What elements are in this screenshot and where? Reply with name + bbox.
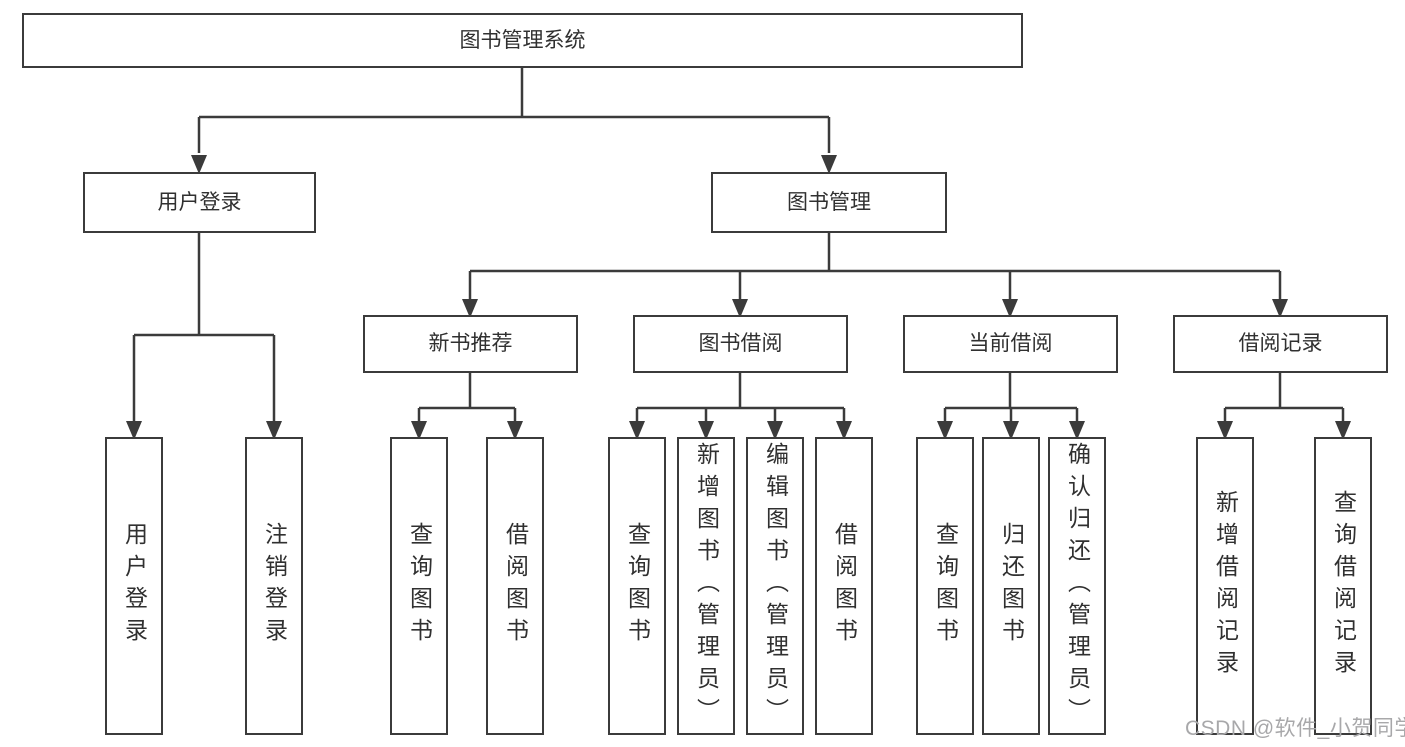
leaf-borrow-book: 借阅图书: [815, 437, 873, 735]
leaf-add-borrow-record: 新增借阅记录: [1196, 437, 1254, 735]
node-new-book-recommend: 新书推荐: [363, 315, 578, 373]
node-user-login: 用户登录: [83, 172, 316, 233]
node-borrow-records: 借阅记录: [1173, 315, 1388, 373]
watermark: CSDN @软件_小贺同学: [1185, 717, 1405, 740]
leaf-edit-book-admin: 编辑图书（管理员）: [746, 437, 804, 735]
node-current-borrow: 当前借阅: [903, 315, 1118, 373]
leaf-query-book-borrow: 查询图书: [608, 437, 666, 735]
leaf-query-book-recommend: 查询图书: [390, 437, 448, 735]
leaf-user-login: 用户登录: [105, 437, 163, 735]
leaf-query-borrow-record: 查询借阅记录: [1314, 437, 1372, 735]
leaf-confirm-return-admin: 确认归还（管理员）: [1048, 437, 1106, 735]
node-book-management: 图书管理: [711, 172, 947, 233]
node-book-borrow: 图书借阅: [633, 315, 848, 373]
leaf-return-book: 归还图书: [982, 437, 1040, 735]
leaf-query-book-current: 查询图书: [916, 437, 974, 735]
leaf-borrow-book-recommend: 借阅图书: [486, 437, 544, 735]
connector-lines: [132, 68, 1345, 423]
node-root: 图书管理系统: [22, 13, 1023, 68]
leaf-add-book-admin: 新增图书（管理员）: [677, 437, 735, 735]
leaf-logout: 注销登录: [245, 437, 303, 735]
